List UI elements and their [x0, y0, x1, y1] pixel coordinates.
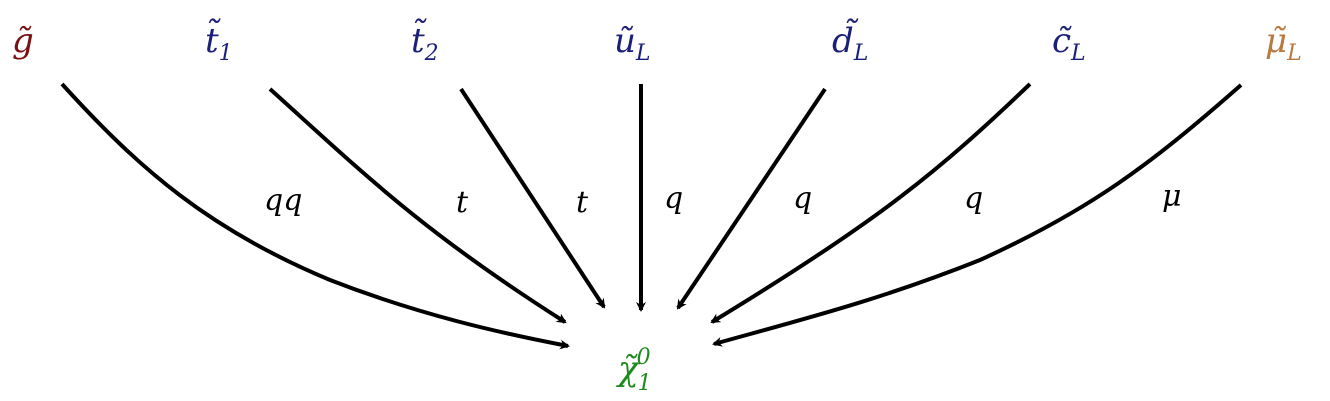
edge-label-stop2: t — [576, 185, 589, 220]
edge-stop2-arrow — [459, 87, 606, 309]
edge-label-smuon: μ — [1162, 179, 1182, 214]
edge-gluino-arrow — [60, 82, 570, 350]
edge-label-scharm: q — [964, 181, 983, 216]
node-gluino: g̃ — [12, 21, 34, 61]
node-sup: ũL — [614, 21, 651, 66]
node-stop2: t̃2 — [411, 18, 439, 66]
node-sdown: d̃L — [832, 18, 868, 66]
node-stop1: t̃1 — [205, 18, 233, 66]
edge-label-sup: q — [664, 181, 683, 216]
edge-label-gluino: qq — [264, 183, 302, 218]
edge-label-sdown: q — [793, 181, 812, 216]
edge-sdown-arrow — [676, 87, 827, 310]
edge-stop1-arrow — [268, 87, 567, 324]
edge-smuon-arrow — [712, 83, 1243, 347]
edge-label-stop1: t — [456, 185, 469, 220]
edge-scharm-arrow — [710, 82, 1032, 324]
node-scharm: c̃L — [1052, 21, 1086, 66]
node-smuon: μ̃L — [1265, 21, 1302, 66]
